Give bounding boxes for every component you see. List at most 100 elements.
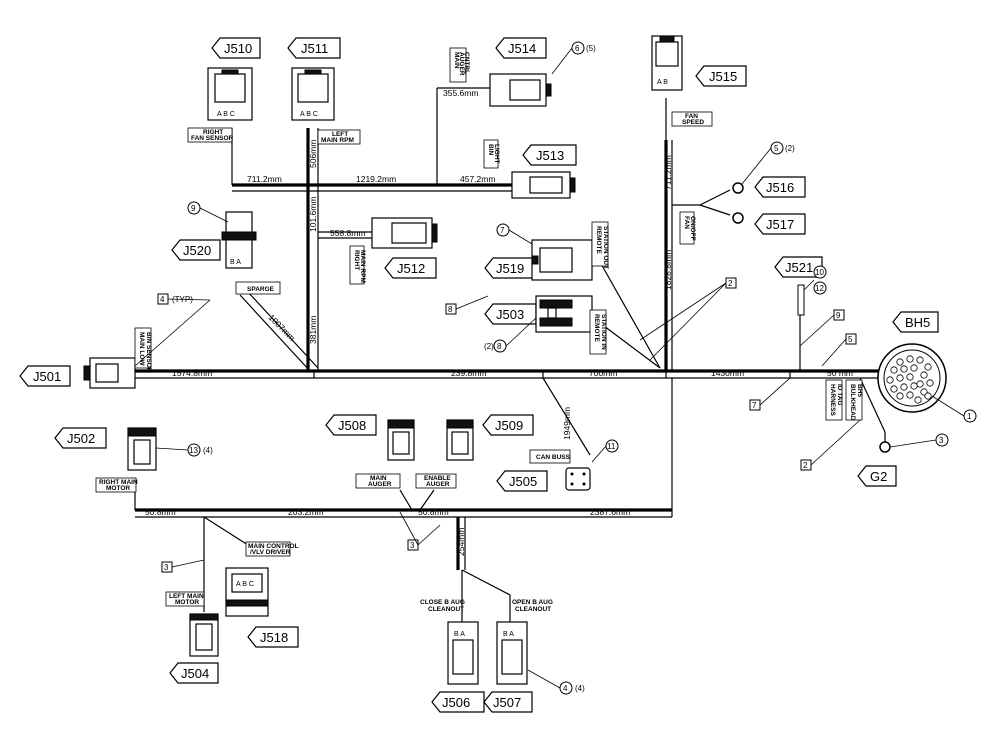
svg-text:254mm: 254mm bbox=[456, 528, 466, 556]
svg-text:1828.8mm: 1828.8mm bbox=[663, 250, 673, 290]
lower-branch bbox=[134, 377, 673, 622]
svg-text:1430mm: 1430mm bbox=[711, 368, 744, 378]
tag-J514: J514 bbox=[495, 37, 547, 59]
svg-text:LIGHT: LIGHT bbox=[493, 144, 500, 164]
svg-text:711.2mm: 711.2mm bbox=[247, 174, 282, 184]
svg-text:AUGER: AUGER bbox=[368, 481, 392, 488]
svg-text:REMOTE: REMOTE bbox=[593, 314, 600, 342]
svg-text:REMOTE: REMOTE bbox=[595, 226, 602, 254]
tag-J508: J508 bbox=[325, 414, 377, 436]
connector-J503-body bbox=[535, 295, 593, 333]
callouts bbox=[157, 41, 977, 695]
svg-text:FAN: FAN bbox=[683, 216, 690, 229]
connector-J508-body bbox=[387, 419, 415, 461]
svg-text:MAIN: MAIN bbox=[453, 52, 460, 69]
svg-text:239.8mm: 239.8mm bbox=[451, 368, 486, 378]
label-main-low-bin-sensor: MAIN LOW BIN SENSOR bbox=[134, 327, 152, 373]
ring-terminal-G2 bbox=[879, 432, 891, 453]
svg-text:A B C: A B C bbox=[217, 111, 235, 118]
svg-text:J520: J520 bbox=[183, 243, 211, 258]
label-main-auger-cntrl: MAIN AUGER CNTRL bbox=[449, 47, 470, 83]
connector-J515-body: A B bbox=[651, 35, 683, 91]
tag-J501: J501 bbox=[19, 365, 71, 387]
svg-text:STATION IN: STATION IN bbox=[600, 314, 607, 350]
svg-text:4: 4 bbox=[563, 684, 568, 693]
label-bin-light: BIN LIGHT bbox=[483, 139, 500, 169]
svg-text:2: 2 bbox=[728, 279, 733, 288]
svg-text:J504: J504 bbox=[181, 666, 209, 681]
svg-text:MAIN RPM: MAIN RPM bbox=[321, 137, 354, 144]
tag-J504: J504 bbox=[169, 662, 219, 684]
svg-text:6: 6 bbox=[575, 44, 580, 53]
svg-text:J511: J511 bbox=[301, 41, 328, 56]
svg-text:12: 12 bbox=[815, 284, 824, 293]
upper-branch bbox=[231, 87, 512, 372]
svg-text:7: 7 bbox=[500, 226, 505, 235]
svg-text:9: 9 bbox=[836, 311, 841, 320]
svg-text:506mm: 506mm bbox=[308, 140, 318, 168]
svg-text:(4): (4) bbox=[203, 446, 213, 455]
svg-text:B A: B A bbox=[503, 631, 514, 638]
svg-text:J521: J521 bbox=[785, 260, 813, 275]
svg-text:355.6mm: 355.6mm bbox=[443, 88, 478, 98]
svg-text:J518: J518 bbox=[260, 630, 288, 645]
callout-leaders bbox=[134, 47, 965, 689]
tag-J509: J509 bbox=[482, 414, 534, 436]
tag-BH5: BH5 bbox=[892, 311, 939, 333]
svg-text:10: 10 bbox=[815, 268, 824, 277]
svg-text:(4): (4) bbox=[575, 684, 585, 693]
svg-text:MAIN: MAIN bbox=[370, 475, 387, 482]
svg-text:LEFT MAIN: LEFT MAIN bbox=[169, 593, 204, 600]
svg-text:STATION OUT: STATION OUT bbox=[602, 226, 609, 269]
svg-text:MAIN CONTROL: MAIN CONTROL bbox=[248, 543, 299, 550]
svg-text:B A: B A bbox=[454, 631, 465, 638]
svg-text:BIN SENSOR: BIN SENSOR bbox=[145, 332, 152, 373]
connector-J506-body: B A bbox=[447, 621, 479, 685]
connector-J520-body: B A bbox=[221, 211, 257, 269]
tag-J515: J515 bbox=[695, 65, 747, 87]
tag-J502: J502 bbox=[54, 427, 107, 449]
svg-text:13: 13 bbox=[189, 446, 198, 455]
svg-text:2387.6mm: 2387.6mm bbox=[590, 507, 630, 517]
svg-text:RIGHT: RIGHT bbox=[203, 129, 223, 136]
svg-text:3: 3 bbox=[164, 563, 169, 572]
connector-J514-body bbox=[489, 73, 552, 107]
connector-J511-body: A B C bbox=[291, 67, 335, 121]
svg-text:/VLV DRIVER: /VLV DRIVER bbox=[250, 549, 291, 556]
tag-J513: J513 bbox=[522, 144, 577, 166]
svg-text:203.2mm: 203.2mm bbox=[288, 507, 323, 517]
svg-text:5: 5 bbox=[774, 144, 779, 153]
connector-J502-body bbox=[127, 427, 157, 471]
svg-text:MAIN RPM: MAIN RPM bbox=[359, 250, 366, 283]
svg-text:457.2mm: 457.2mm bbox=[460, 174, 495, 184]
label-right-main-rpm: RIGHT MAIN RPM bbox=[349, 245, 366, 285]
svg-text:711.2mm: 711.2mm bbox=[663, 155, 673, 190]
label-remote-station-in: REMOTE STATION IN bbox=[589, 309, 607, 355]
right-vertical-branch bbox=[595, 98, 731, 371]
svg-text:J519: J519 bbox=[496, 261, 524, 276]
connector-J507-body: B A bbox=[496, 621, 528, 685]
svg-text:3: 3 bbox=[939, 436, 944, 445]
label-fan-speed: FAN SPEED bbox=[671, 111, 713, 127]
svg-text:J515: J515 bbox=[709, 69, 737, 84]
tag-J511: J511 bbox=[287, 37, 341, 59]
svg-text:J513: J513 bbox=[536, 148, 564, 163]
svg-text:9: 9 bbox=[191, 204, 196, 213]
svg-text:OPEN B AUG: OPEN B AUG bbox=[512, 599, 553, 606]
svg-text:BIN: BIN bbox=[487, 144, 494, 156]
svg-text:381mm: 381mm bbox=[308, 316, 318, 344]
svg-text:LEFT: LEFT bbox=[332, 131, 348, 138]
svg-text:J507: J507 bbox=[493, 695, 521, 710]
tag-J506: J506 bbox=[431, 691, 485, 713]
svg-text:A B C: A B C bbox=[236, 581, 254, 588]
svg-text:3: 3 bbox=[410, 541, 415, 550]
svg-text:MOTOR: MOTOR bbox=[106, 485, 130, 492]
svg-text:SPEED: SPEED bbox=[682, 119, 704, 126]
svg-text:4: 4 bbox=[160, 295, 165, 304]
svg-text:A B C: A B C bbox=[300, 111, 318, 118]
label-enable-auger: ENABLE AUGER bbox=[415, 473, 457, 489]
svg-text:MAIN LOW: MAIN LOW bbox=[138, 332, 145, 366]
label-close-b-aug: CLOSE B AUG CLEANOUT bbox=[420, 599, 465, 613]
connector-BH5-body bbox=[877, 343, 947, 413]
svg-text:J505: J505 bbox=[509, 474, 537, 489]
